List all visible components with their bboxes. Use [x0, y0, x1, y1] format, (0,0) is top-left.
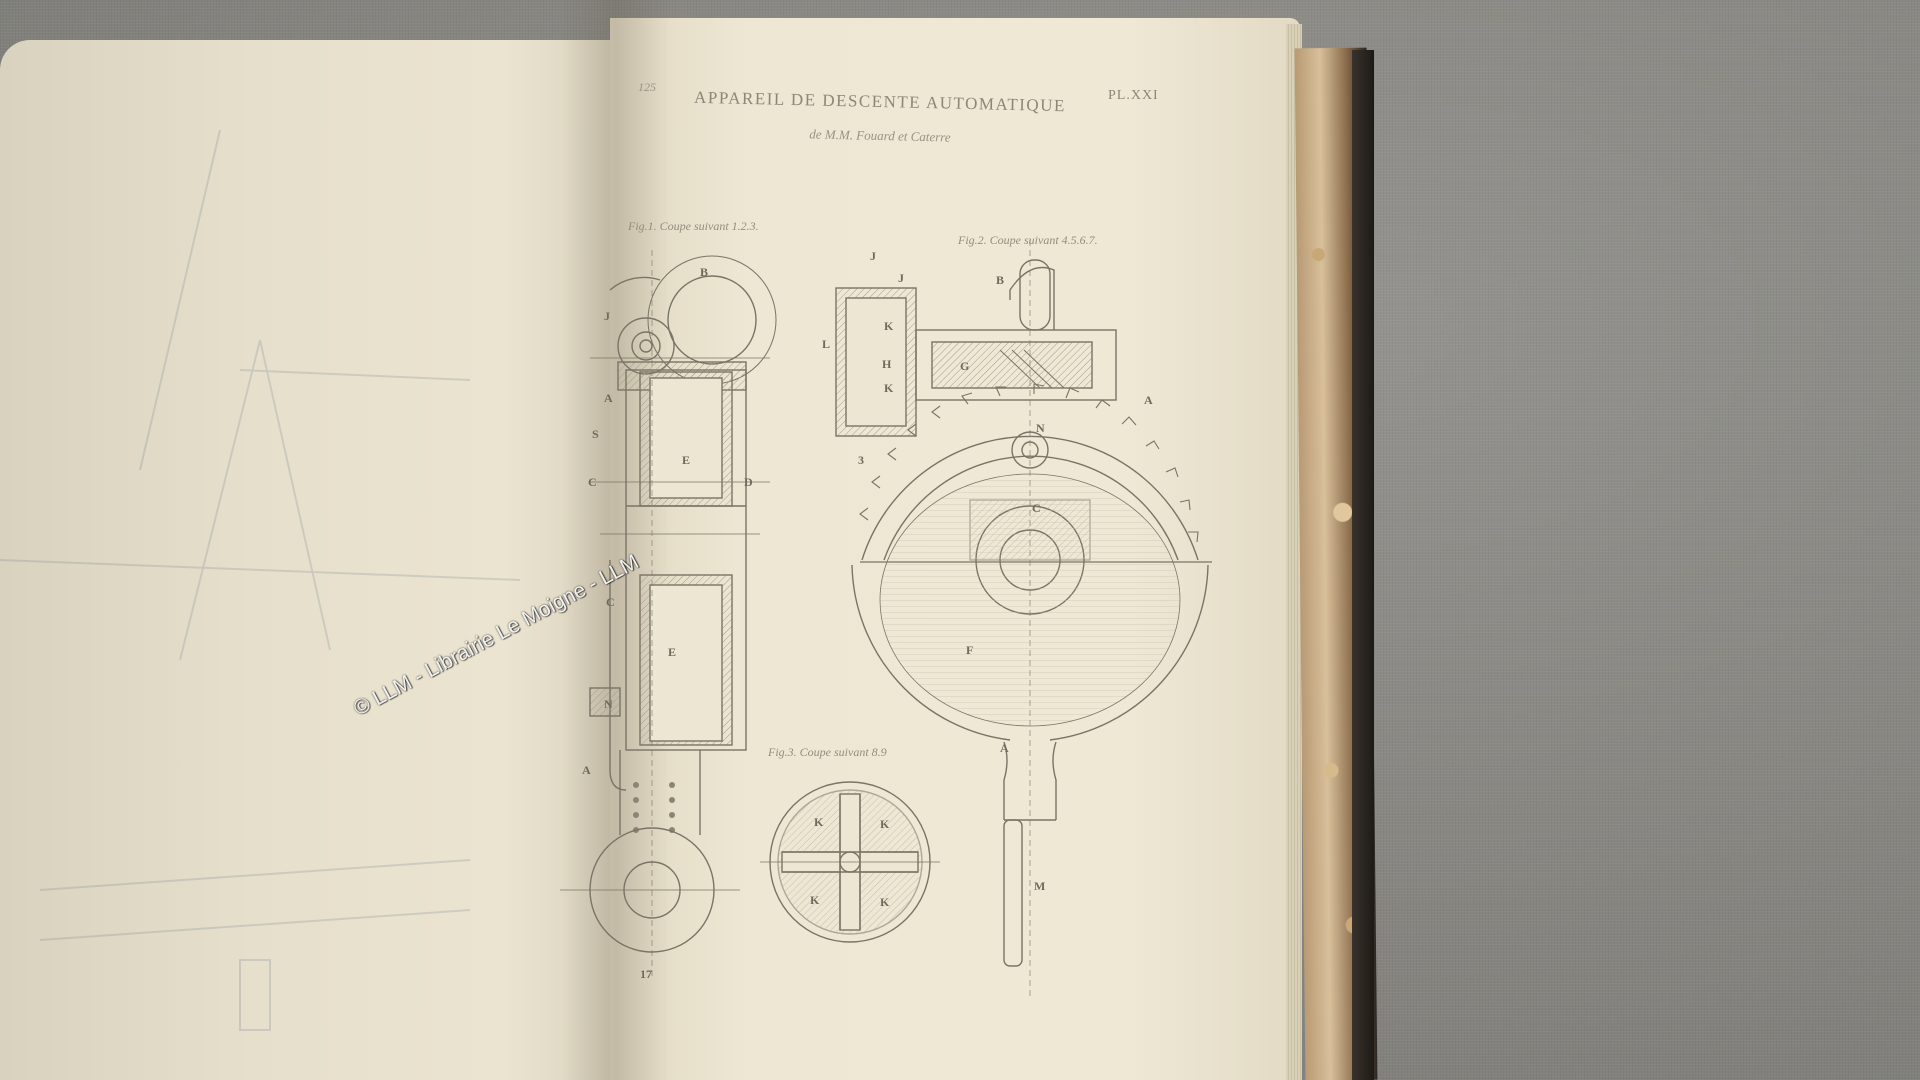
fig2-label-j: J [898, 271, 904, 285]
fig2-caption: Fig.2. Coupe suivant 4.5.6.7. [957, 233, 1098, 247]
fig2-label-k-bottom: K [884, 381, 894, 395]
fig2-label-a-lower: A [1000, 741, 1009, 755]
board-edge [1352, 50, 1374, 1080]
fig2-label-b: B [996, 273, 1004, 287]
fig1-label-c-lower: C [606, 595, 615, 609]
fig2-label-a: A [1144, 393, 1153, 407]
figure-1 [560, 250, 777, 980]
fig2-label-m: M [1034, 879, 1045, 893]
left-page-bleed-through-drawing [0, 129, 521, 1031]
fig1-label-17: 17 [640, 967, 652, 981]
folio-number: 125 [638, 80, 656, 94]
fig1-label-b: B [700, 265, 708, 279]
fig2-label-f: F [966, 643, 973, 657]
fig2-label-j-top: J [870, 249, 876, 263]
plate-number: PL.XXI [1108, 88, 1159, 103]
fig1-label-a-lower: A [582, 763, 591, 777]
fig2-label-n: N [1036, 421, 1045, 435]
left-page [0, 40, 630, 1080]
fig2-label-l: L [822, 337, 830, 351]
fig2-label-3: 3 [858, 453, 864, 467]
fig3-label-k-br: K [880, 895, 890, 909]
fig1-caption: Fig.1. Coupe suivant 1.2.3. [627, 219, 759, 233]
fig1-label-a: A [604, 391, 613, 405]
fig2-label-c: C [1032, 501, 1041, 515]
fig1-label-e-lower: E [668, 645, 676, 659]
fig3-label-k-tl: K [814, 815, 824, 829]
fig2-label-k-top: K [884, 319, 894, 333]
fig1-label-s: S [592, 427, 599, 441]
fig1-label-n: N [604, 697, 613, 711]
fig3-caption: Fig.3. Coupe suivant 8.9 [767, 745, 887, 759]
fig3-label-k-tr: K [880, 817, 890, 831]
fig2-label-h: H [882, 357, 892, 371]
fig1-label-d: D [744, 475, 753, 489]
fig1-label-c: C [588, 475, 597, 489]
fig1-label-j: J [604, 309, 610, 323]
figure-2 [835, 240, 1212, 1000]
figure-3 [760, 781, 940, 943]
fig3-label-k-bl: K [810, 893, 820, 907]
fig2-label-g: G [960, 359, 969, 373]
fig1-label-e-upper: E [682, 453, 690, 467]
